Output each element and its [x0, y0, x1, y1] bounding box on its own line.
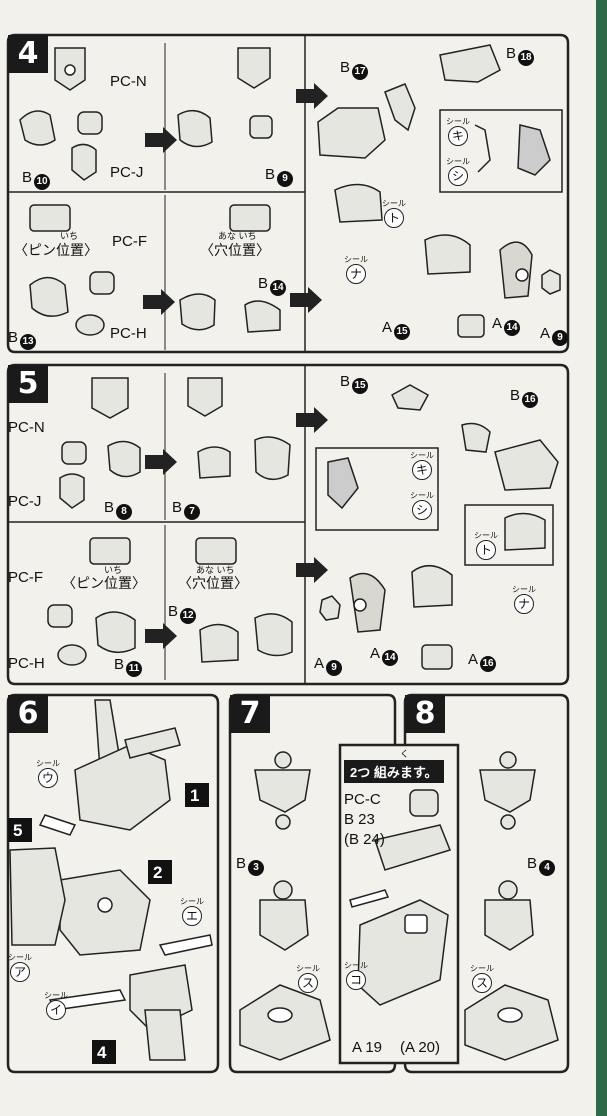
seal-ki: シールキ	[446, 118, 470, 146]
seal-ko: シールコ	[344, 962, 368, 990]
pc-f-label: PC-F	[8, 569, 43, 586]
seal-na: シールナ	[344, 256, 368, 284]
pc-n-label: PC-N	[110, 73, 147, 90]
seal-a: シールア	[8, 954, 32, 982]
part-sketches-s4	[19, 44, 563, 338]
seal-shi: シールシ	[410, 492, 434, 520]
flow-arrow	[143, 289, 175, 315]
section-4-frame	[6, 33, 570, 354]
part-ref-a19: A 19	[352, 1039, 383, 1056]
step-number-4: 4	[8, 35, 48, 73]
pc-n-label: PC-N	[8, 419, 45, 436]
part-ref-b23: B 23	[344, 811, 375, 828]
seal-to: シールト	[382, 200, 406, 228]
pc-f-label: PC-F	[112, 233, 147, 250]
seal-shi: シールシ	[446, 158, 470, 186]
part-ref-a20: (A 20)	[400, 1039, 441, 1056]
seal-e: シールエ	[180, 898, 204, 926]
flow-arrow	[296, 407, 328, 433]
part-ref-b24: (B 24)	[344, 831, 385, 848]
part-number-4: 4	[97, 1043, 107, 1062]
flow-arrow	[145, 623, 177, 649]
pc-j-label: PC-J	[8, 493, 42, 510]
seal-i: シールイ	[44, 992, 68, 1020]
pc-h-label: PC-H	[8, 655, 45, 672]
seal-to: シールト	[474, 532, 498, 560]
seal-su: シールス	[296, 965, 320, 993]
pin-position-label: 〈ピン位置〉	[62, 575, 146, 591]
flow-arrow	[145, 127, 177, 153]
step-number-8: 8	[405, 695, 445, 733]
ruby-ana-ichi: あな いち	[196, 565, 235, 575]
make-two-label: 2つ 組みます。	[344, 760, 444, 783]
part-number-boxes	[8, 783, 209, 1064]
step-number-6: 6	[8, 695, 48, 733]
flow-arrow	[296, 83, 328, 109]
seal-su: シールス	[470, 965, 494, 993]
ruby-ku: く	[400, 749, 410, 759]
ruby-ichi: いち	[60, 231, 79, 241]
pc-c-label: PC-C	[344, 791, 381, 808]
seal-ki: シールキ	[410, 452, 434, 480]
step-number-7: 7	[230, 695, 270, 733]
pc-h-label: PC-H	[110, 325, 147, 342]
pc-j-label: PC-J	[110, 164, 144, 181]
step-number-5: 5	[8, 365, 48, 403]
flow-arrow	[290, 287, 322, 313]
part-sketches-s6	[9, 699, 213, 1061]
part-number-2: 2	[153, 863, 163, 882]
part-sketches-s5	[47, 377, 559, 670]
scan-edge-strip	[596, 0, 607, 1116]
seal-u: シールウ	[36, 760, 60, 788]
pin-position-label: 〈ピン位置〉	[14, 242, 98, 258]
part-number-1: 1	[190, 786, 200, 805]
flow-arrow	[145, 449, 177, 475]
ruby-ana-ichi: あな いち	[218, 231, 257, 241]
hole-position-label: 〈穴位置〉	[178, 575, 248, 591]
seal-na: シールナ	[512, 586, 536, 614]
hole-position-label: 〈穴位置〉	[200, 242, 270, 258]
part-number-5: 5	[13, 821, 23, 840]
ruby-ichi: いち	[104, 565, 123, 575]
flow-arrow	[296, 557, 328, 583]
